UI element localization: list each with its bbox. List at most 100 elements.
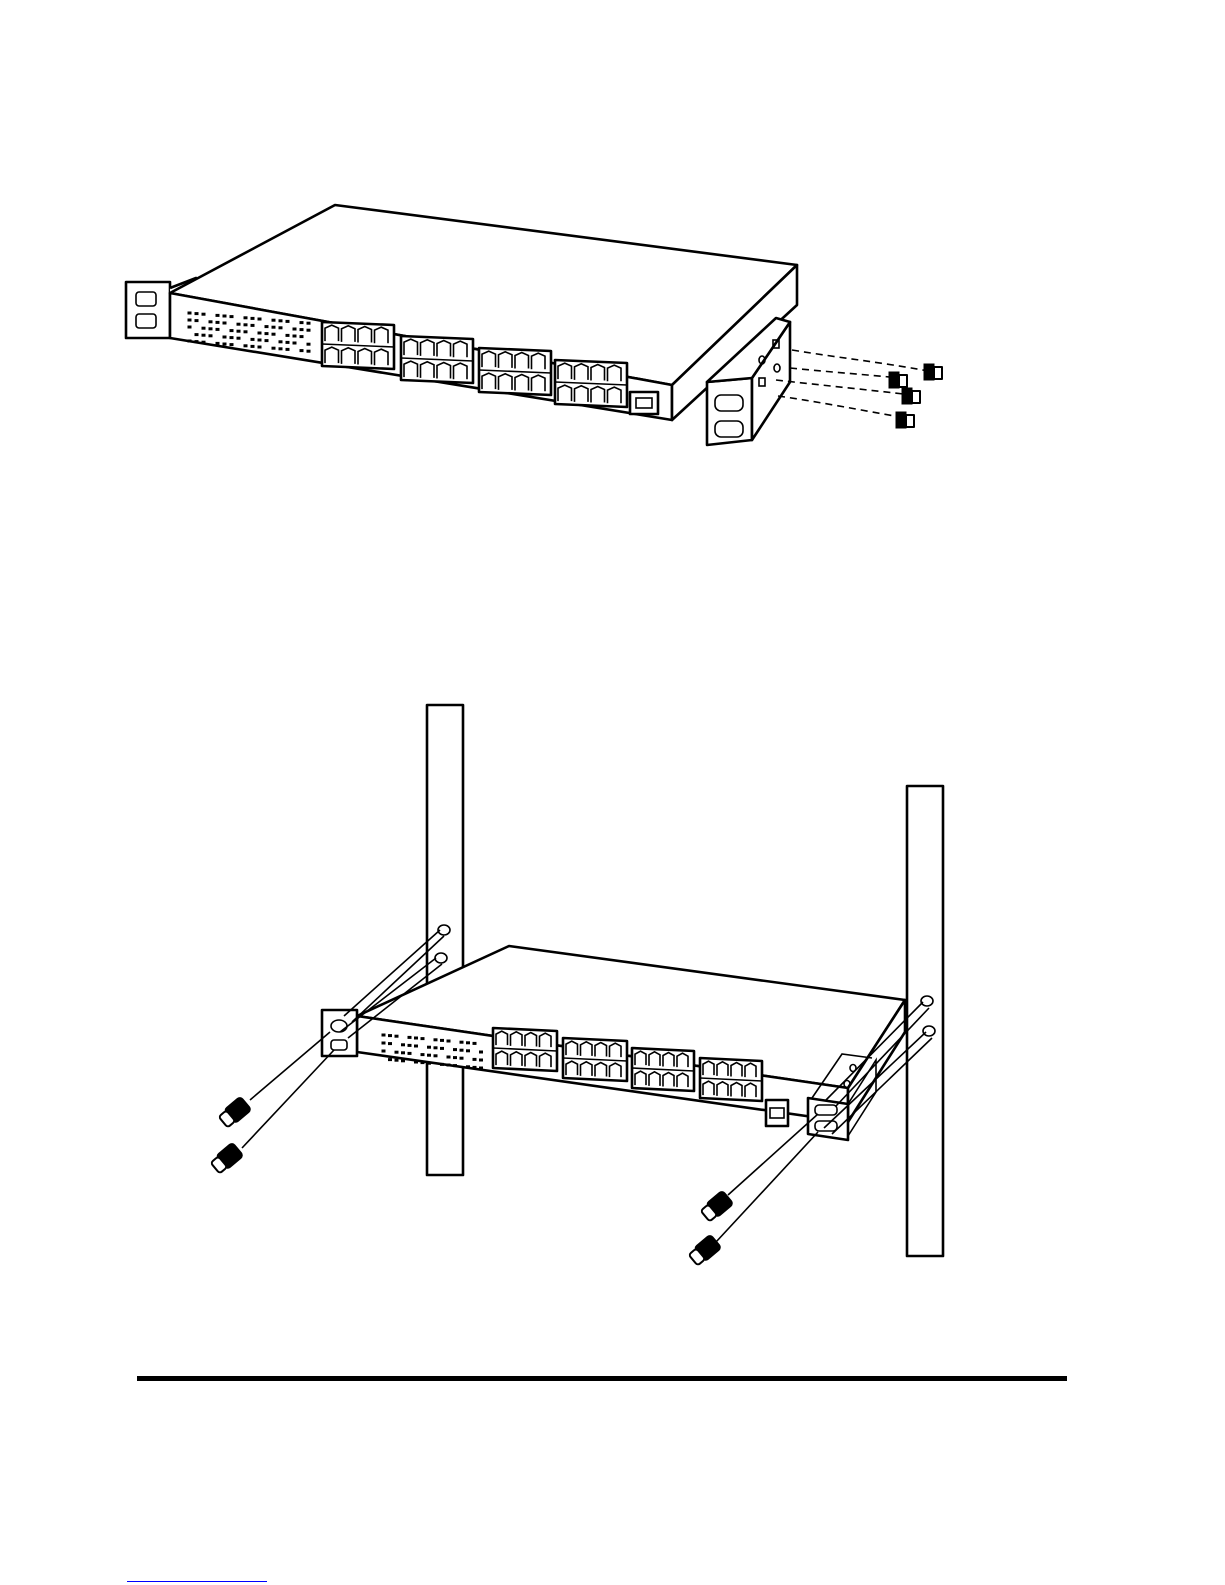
led-dot <box>408 1044 411 1046</box>
led-dot <box>467 1042 470 1044</box>
led-dot <box>279 341 282 343</box>
led-dot <box>237 323 240 325</box>
led-dot <box>230 344 233 346</box>
led-dot <box>480 1067 483 1069</box>
led-dot <box>251 338 254 340</box>
led-dot <box>441 1063 444 1065</box>
led-dot <box>467 1050 470 1052</box>
rj45-port-block <box>555 360 627 407</box>
led-dot <box>415 1061 418 1063</box>
rj45-port-block <box>700 1058 762 1101</box>
screw-icon <box>902 388 920 404</box>
led-dot <box>286 348 289 350</box>
led-dot <box>195 313 198 315</box>
led-dot <box>195 334 198 336</box>
led-dot <box>244 317 247 319</box>
led-dot <box>454 1057 457 1059</box>
led-dot <box>216 314 219 316</box>
led-dot <box>279 348 282 350</box>
led-dot <box>258 339 261 341</box>
led-dot <box>300 329 303 331</box>
led-dot <box>265 340 268 342</box>
led-dot <box>237 330 240 332</box>
led-dot <box>395 1051 398 1053</box>
led-dot <box>460 1057 463 1059</box>
led-dot <box>223 343 226 345</box>
led-dot <box>402 1060 405 1062</box>
screw-icon <box>209 1142 244 1175</box>
console-port <box>766 1100 788 1126</box>
led-dot <box>454 1065 457 1067</box>
console-port <box>630 392 658 414</box>
led-dot <box>421 1062 424 1064</box>
led-dot <box>202 313 205 315</box>
bracket-attachment-figure <box>0 0 1225 500</box>
led-dot <box>441 1039 444 1041</box>
led-dot <box>188 319 191 321</box>
led-dot <box>195 320 198 322</box>
left-bracket <box>322 1010 357 1056</box>
led-dot <box>434 1039 437 1041</box>
led-dot <box>402 1044 405 1046</box>
led-dot <box>293 328 296 330</box>
led-dot <box>265 326 268 328</box>
led-dot <box>307 329 310 331</box>
led-dot <box>447 1056 450 1058</box>
led-dot <box>415 1037 418 1039</box>
screw-icon <box>217 1096 252 1129</box>
led-dot <box>402 1052 405 1054</box>
led-dot <box>258 346 261 348</box>
led-dot <box>244 331 247 333</box>
led-dot <box>223 315 226 317</box>
led-dot <box>473 1058 476 1060</box>
led-dot <box>265 333 268 335</box>
screw-icon <box>889 372 907 388</box>
led-dot <box>395 1035 398 1037</box>
led-dot <box>216 342 219 344</box>
led-dot <box>421 1054 424 1056</box>
led-dot <box>230 337 233 339</box>
rj45-port-block <box>563 1038 627 1081</box>
rj45-port-block <box>493 1028 557 1071</box>
rack-installation-figure <box>0 680 1225 1300</box>
led-dot <box>202 327 205 329</box>
led-dot <box>202 341 205 343</box>
led-dot <box>408 1036 411 1038</box>
led-dot <box>293 342 296 344</box>
led-dot <box>389 1059 392 1061</box>
led-dot <box>223 336 226 338</box>
led-dot <box>286 341 289 343</box>
led-dot <box>202 334 205 336</box>
led-dot <box>473 1066 476 1068</box>
led-dot <box>272 326 275 328</box>
led-dot <box>307 343 310 345</box>
led-dot <box>188 312 191 314</box>
led-dot <box>286 320 289 322</box>
led-dot <box>415 1045 418 1047</box>
led-dot <box>434 1047 437 1049</box>
led-dot <box>389 1035 392 1037</box>
led-dot <box>467 1066 470 1068</box>
led-dot <box>460 1041 463 1043</box>
rj45-port-block <box>632 1048 694 1091</box>
led-dot <box>195 341 198 343</box>
led-dot <box>408 1052 411 1054</box>
led-dot <box>286 334 289 336</box>
led-dot <box>188 326 191 328</box>
led-dot <box>251 324 254 326</box>
screw-icon <box>924 364 942 380</box>
footnote-rule <box>127 1581 267 1582</box>
led-dot <box>300 322 303 324</box>
led-dot <box>244 345 247 347</box>
led-dot <box>473 1042 476 1044</box>
led-dot <box>421 1038 424 1040</box>
led-dot <box>454 1049 457 1051</box>
led-dot <box>230 316 233 318</box>
led-dot <box>300 336 303 338</box>
led-dot <box>428 1062 431 1064</box>
led-dot <box>251 317 254 319</box>
led-dot <box>293 335 296 337</box>
led-dot <box>258 318 261 320</box>
rj45-port-block <box>479 348 551 395</box>
led-dot <box>395 1059 398 1061</box>
